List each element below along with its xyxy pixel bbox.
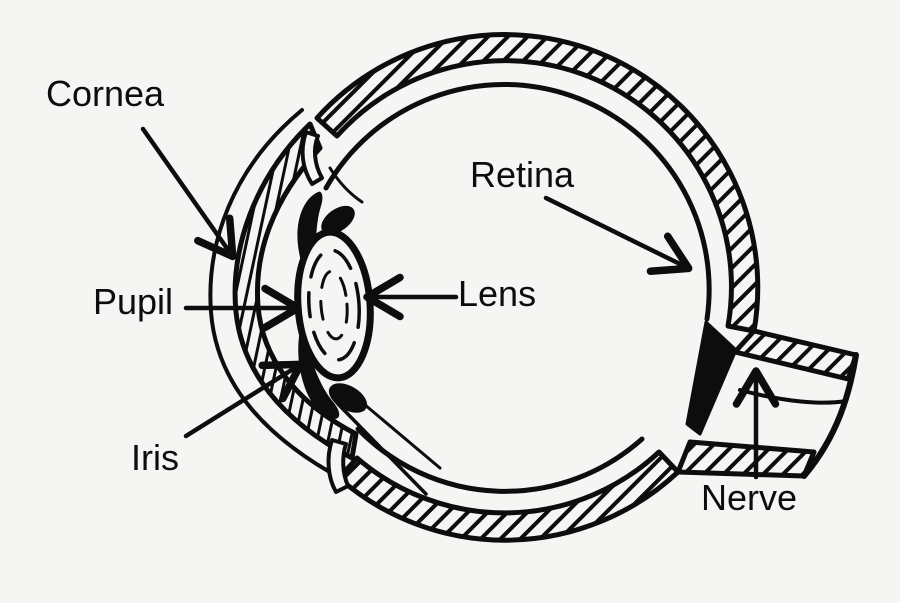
cornea-outer-surface: [208, 108, 346, 482]
retina-arrow: [543, 195, 693, 275]
label-retina: Retina: [470, 154, 575, 195]
label-iris: Iris: [131, 437, 179, 478]
label-cornea: Cornea: [46, 73, 165, 114]
iris-arrow: [183, 360, 305, 439]
nerve-bottom-wall: [675, 439, 817, 479]
optic-nerve: [675, 320, 859, 479]
nerve-top-wall: [732, 328, 859, 382]
nerve-head-wedge: [685, 320, 738, 436]
sclera-lower-segment: [336, 449, 681, 543]
label-nerve: Nerve: [701, 477, 798, 518]
limbus-stub-top: [300, 130, 324, 186]
cornea-arrow: [140, 126, 237, 261]
label-lens: Lens: [458, 273, 537, 314]
ciliary-body: [321, 166, 442, 496]
nerve-cut-end: [801, 352, 859, 479]
label-pupil: Pupil: [93, 281, 174, 322]
limbus-stub-bottom: [326, 438, 350, 494]
annotation-arrows: [140, 126, 780, 480]
